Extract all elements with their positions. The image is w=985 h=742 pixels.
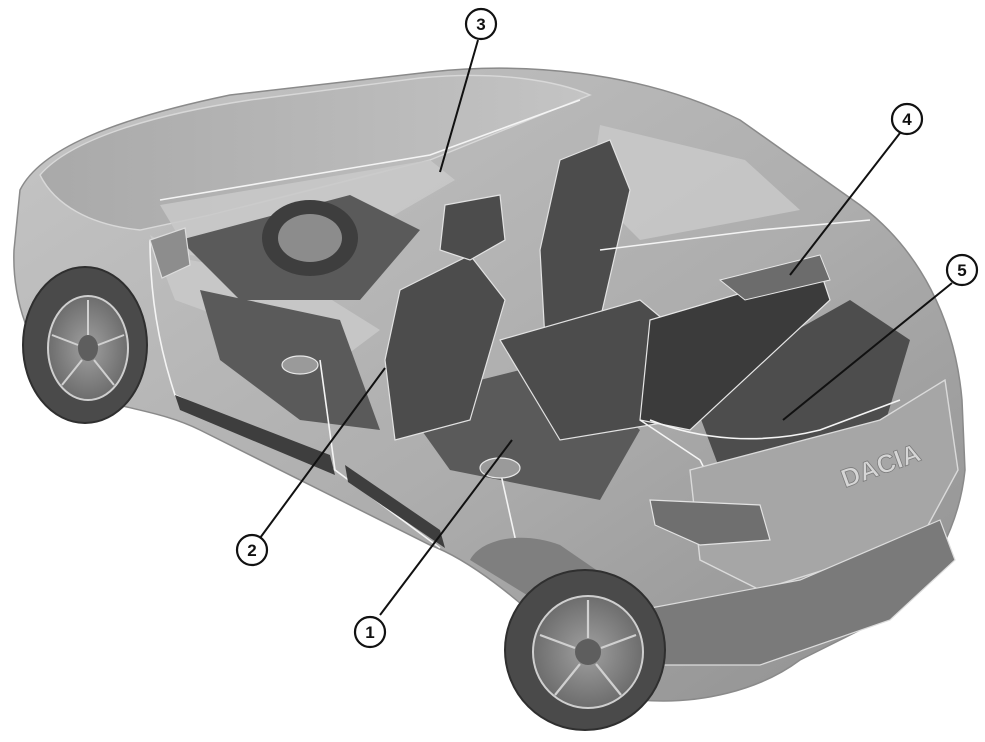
front-wheel [22, 266, 148, 424]
callout-2: 2 [235, 533, 269, 567]
callout-2-label: 2 [247, 541, 256, 560]
door-handle-front [281, 355, 319, 375]
callout-1-label: 1 [365, 623, 374, 642]
side-trim-rear [345, 465, 445, 548]
callout-4: 4 [890, 102, 924, 136]
callout-5-label: 5 [957, 261, 966, 280]
leader-line-5 [782, 282, 953, 421]
leader-line-2 [259, 367, 386, 539]
side-mirror [149, 227, 191, 279]
tail-light [649, 499, 771, 546]
callout-3-label: 3 [476, 15, 485, 34]
leader-line-4 [789, 132, 901, 276]
roof-panel [39, 74, 592, 231]
callout-1: 1 [353, 615, 387, 649]
parcel-shelf [718, 254, 831, 301]
front-seat-center [439, 194, 506, 261]
door-handle-rear [479, 457, 521, 479]
leader-line-3 [439, 39, 479, 173]
callout-5: 5 [945, 253, 979, 287]
rear-wheel [470, 537, 666, 731]
rear-bumper [639, 519, 956, 666]
callout-3: 3 [464, 7, 498, 41]
side-trim-front [175, 395, 335, 475]
leader-line-1 [379, 439, 513, 616]
callout-4-label: 4 [902, 110, 912, 129]
rear-window [590, 125, 800, 240]
